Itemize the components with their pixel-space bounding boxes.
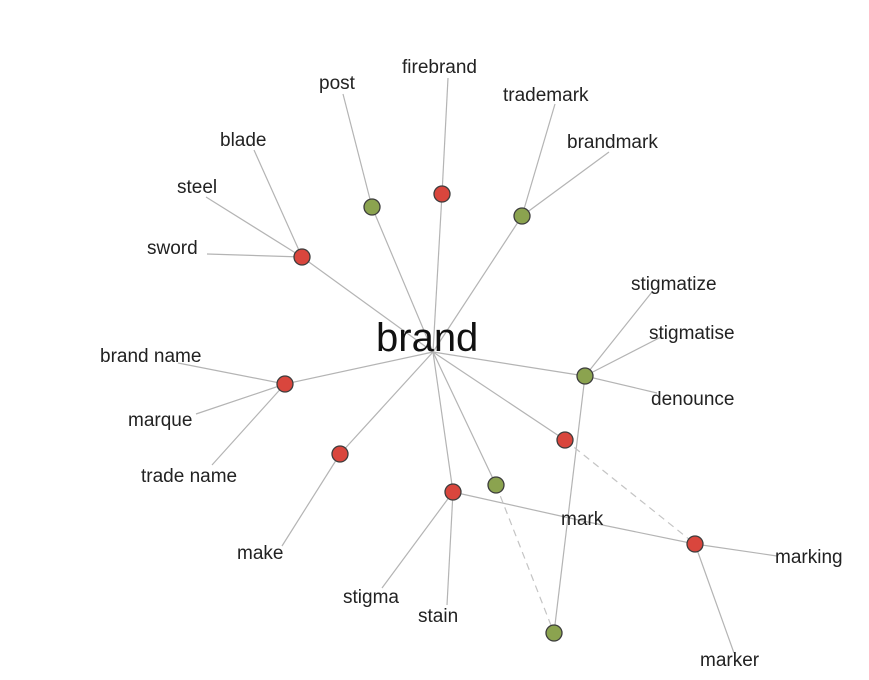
edge-n_stig-stigmatize [584,291,653,377]
edge-n_stain-mark [452,491,584,522]
edge-n_sword-steel [205,196,303,258]
edge-n_trade-trademark [521,103,556,217]
word-stigmatise[interactable]: stigmatise [649,323,735,344]
edge-n_marking-marker [694,543,735,654]
verb-sense-node[interactable] [576,367,594,385]
word-brandmark[interactable]: brandmark [567,132,658,153]
word-firebrand[interactable]: firebrand [402,57,477,78]
edge-brand-n_fire [432,193,443,353]
word-trademark[interactable]: trademark [503,85,589,106]
word-denounce[interactable]: denounce [651,389,734,410]
noun-sense-node[interactable] [444,483,462,501]
word-mark[interactable]: mark [561,509,604,530]
edge-n_make-make [281,453,341,547]
verb-sense-node[interactable] [363,198,381,216]
noun-sense-node[interactable] [556,431,574,449]
edge-brand-n_trade [432,215,523,353]
word-sword[interactable]: sword [147,238,198,259]
word-stain[interactable]: stain [418,606,458,627]
edge-brand-n_make [339,351,434,455]
word-steel[interactable]: steel [177,177,217,198]
noun-sense-node[interactable] [276,375,294,393]
verb-sense-node[interactable] [513,207,531,225]
word-trade-name[interactable]: trade name [141,466,237,487]
word-stigma[interactable]: stigma [343,587,399,608]
noun-sense-node[interactable] [293,248,311,266]
edge-n_stain-stain [446,491,454,606]
edge-brand-n_sword [301,256,434,353]
noun-sense-node[interactable] [331,445,349,463]
word-blade[interactable]: blade [220,130,267,151]
word-marque[interactable]: marque [128,410,192,431]
noun-sense-node[interactable] [686,535,704,553]
edge-n_trade-brandmark [521,151,610,217]
edge-brand-n_verb2 [432,351,497,486]
verb-sense-node[interactable] [487,476,505,494]
edge-brand-n_mark1 [432,351,566,441]
edge-n_stig-n_bottom [553,375,586,634]
edge-n_post-post [342,93,373,208]
word-post[interactable]: post [319,73,356,94]
word-brand-name[interactable]: brand name [100,346,201,367]
label-layer: brand post firebrand trademark brandmark blad… [100,57,843,671]
edge-layer [177,77,778,654]
word-stigmatize[interactable]: stigmatize [631,274,717,295]
edge-n_stain-stigma [381,491,454,589]
edge-n_stig-denounce [584,375,658,394]
edge-n_sword-blade [253,149,303,258]
edge-n_fire-firebrand [441,77,449,195]
edge-brand-n_stain [432,351,454,493]
word-make[interactable]: make [237,543,283,564]
dashed-edge-n_verb2-n_bottom [495,484,555,634]
noun-sense-node[interactable] [433,185,451,203]
edge-mark-n_marking [582,520,696,545]
center-word[interactable]: brand [376,316,478,360]
word-marking[interactable]: marking [775,547,843,568]
edge-n_name-trade_name [211,383,286,466]
edge-brand-n_post [371,206,434,353]
edge-brand-n_stig [432,351,586,377]
edge-n_stig-stigmatise [584,336,662,377]
edge-n_marking-marking [694,543,778,557]
word-marker[interactable]: marker [700,650,760,671]
edge-n_name-marque [195,383,286,415]
edge-brand-n_name [284,351,434,385]
dashed-edge-n_mark1-n_marking [564,439,696,545]
edge-n_name-brand_name [177,362,286,385]
verb-sense-node[interactable] [545,624,563,642]
node-layer [276,185,704,642]
edge-n_sword-sword [206,253,303,258]
